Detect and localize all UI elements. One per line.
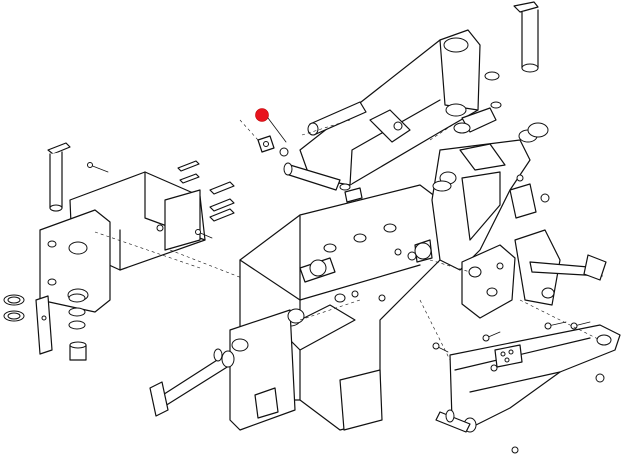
left-clamp-plates [177, 160, 235, 222]
right-washers-bolts [394, 122, 550, 261]
left-bolts [87, 162, 213, 239]
left-bracket-assembly [3, 142, 261, 361]
lower-right-pin [435, 409, 471, 433]
lower-right-bolts [432, 321, 605, 454]
horizontal-pin-left [149, 348, 235, 417]
left-washers [3, 293, 86, 330]
main-boom-arm [299, 29, 481, 186]
center-pin-bushings [287, 257, 386, 324]
right-rocker-bracket [431, 139, 531, 271]
center-pin-right [414, 239, 433, 263]
left-lower-plate [35, 295, 87, 361]
left-vertical-pin [47, 142, 71, 212]
red-dot-marker[interactable] [255, 108, 269, 122]
callout-marker[interactable] [255, 108, 287, 143]
beam-hardware [453, 71, 502, 134]
right-side-bracket [514, 229, 607, 306]
right-link-plate [461, 244, 516, 319]
top-right-pin [513, 1, 539, 73]
left-bracket-body [39, 171, 206, 313]
leader-lines [239, 119, 601, 361]
small-washer-part [257, 135, 363, 203]
lower-left-block [229, 309, 296, 431]
beam-cross-pin [283, 101, 367, 191]
lower-right-arm [449, 324, 621, 433]
